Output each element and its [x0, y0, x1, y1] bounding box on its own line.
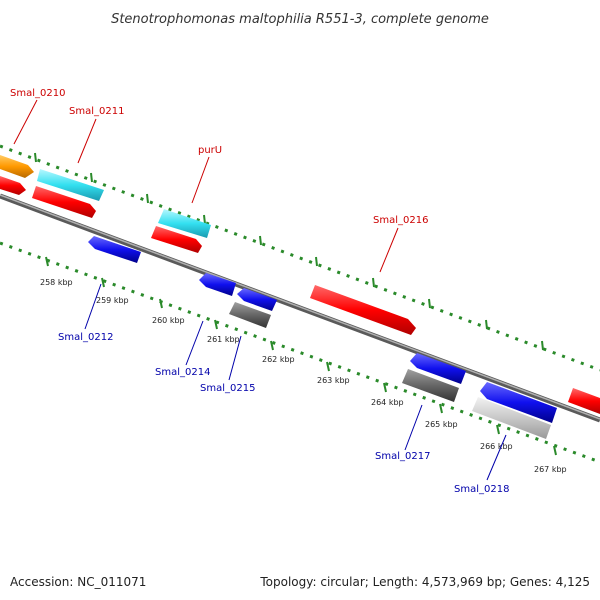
scale-label: 262 kbp [262, 355, 295, 364]
outer-major-tick [372, 277, 375, 288]
inner-tick-ring [0, 241, 600, 464]
outer-major-tick [485, 319, 488, 330]
pointer-purU [191, 156, 210, 204]
gene-arrows [0, 155, 600, 439]
gene-arrow-gray-2[interactable] [402, 369, 459, 402]
gene-label-purU[interactable]: purU [198, 145, 222, 156]
gene-arrow-red-3[interactable] [151, 226, 202, 253]
gene-labels: Smal_0210 Smal_0211 purU Smal_0216 Smal_… [10, 88, 509, 495]
inner-major-tick [270, 340, 274, 351]
gene-arrow-gray[interactable] [229, 302, 271, 328]
scale-label: 264 kbp [371, 398, 404, 407]
scale-label: 258 kbp [40, 278, 73, 287]
pointer-smal-0214 [185, 320, 204, 366]
gene-label-smal-0214[interactable]: Smal_0214 [155, 367, 210, 378]
scale-label: 260 kbp [152, 316, 185, 325]
scale-label: 266 kbp [480, 442, 513, 451]
gene-arrow-smal-0215[interactable] [237, 288, 277, 311]
scale-label: 259 kbp [96, 296, 129, 305]
gene-arrow-smal-0217[interactable] [410, 353, 466, 384]
pointer-smal-0215 [228, 335, 242, 381]
outer-major-tick [259, 235, 262, 246]
outer-major-tick [203, 214, 206, 225]
outer-major-tick [146, 193, 149, 204]
inner-major-tick [553, 445, 557, 456]
outer-major-tick [428, 298, 431, 309]
accession-text: Accession: NC_011071 [10, 575, 146, 589]
gene-arrow-smal-0218[interactable] [480, 382, 557, 423]
pointer-smal-0210 [13, 99, 38, 145]
inner-major-tick [496, 424, 500, 435]
inner-major-tick [45, 256, 49, 267]
inner-major-ticks [45, 256, 557, 456]
outer-major-tick [90, 172, 93, 183]
gene-arrow-red[interactable] [0, 176, 26, 195]
gene-label-smal-0215[interactable]: Smal_0215 [200, 383, 255, 394]
scale-label: 265 kbp [425, 420, 458, 429]
outer-major-ticks [34, 152, 544, 351]
gene-arrow-smal-0214[interactable] [199, 273, 236, 296]
gene-label-smal-0211[interactable]: Smal_0211 [69, 106, 124, 117]
scale-label: 267 kbp [534, 465, 567, 474]
gene-arrow-smal-0212[interactable] [88, 236, 141, 263]
genome-backbone [0, 193, 600, 423]
label-pointers [13, 99, 507, 481]
topology-summary: Topology: circular; Length: 4,573,969 bp… [259, 575, 590, 589]
pointer-smal-0217 [404, 404, 423, 451]
inner-major-tick [214, 319, 218, 330]
outer-major-tick [541, 340, 544, 351]
gene-arrow-smal-0216[interactable] [310, 285, 416, 335]
inner-major-tick [439, 403, 443, 414]
inner-major-tick [101, 277, 105, 288]
page-title: Stenotrophomonas maltophilia R551-3, com… [111, 12, 489, 27]
inner-major-tick [159, 298, 163, 309]
pointer-smal-0212 [84, 283, 102, 330]
scale-label: 261 kbp [207, 335, 240, 344]
gene-label-smal-0212[interactable]: Smal_0212 [58, 332, 113, 343]
outer-major-tick [315, 256, 318, 267]
gene-arrow-red-right[interactable] [568, 388, 600, 414]
gene-label-smal-0216[interactable]: Smal_0216 [373, 215, 428, 226]
gene-arrow-red-2[interactable] [32, 186, 96, 218]
gene-arrow-purU[interactable] [158, 209, 211, 238]
pointer-smal-0218 [486, 434, 507, 481]
outer-tick-ring [0, 144, 600, 372]
gene-label-smal-0218[interactable]: Smal_0218 [454, 484, 509, 495]
gene-arrow-smal-0211[interactable] [37, 169, 104, 201]
gene-arrow-lightgray[interactable] [472, 397, 551, 439]
scale-label: 263 kbp [317, 376, 350, 385]
pointer-smal-0216 [379, 227, 399, 273]
gene-arrow-orange[interactable] [0, 155, 34, 178]
inner-major-tick [383, 382, 387, 393]
inner-major-tick [326, 361, 330, 372]
gene-label-smal-0217[interactable]: Smal_0217 [375, 451, 430, 462]
scale-labels: 258 kbp 259 kbp 260 kbp 261 kbp 262 kbp … [40, 278, 567, 474]
gene-label-smal-0210[interactable]: Smal_0210 [10, 88, 65, 99]
pointer-smal-0211 [77, 118, 97, 164]
outer-major-tick [34, 152, 37, 163]
